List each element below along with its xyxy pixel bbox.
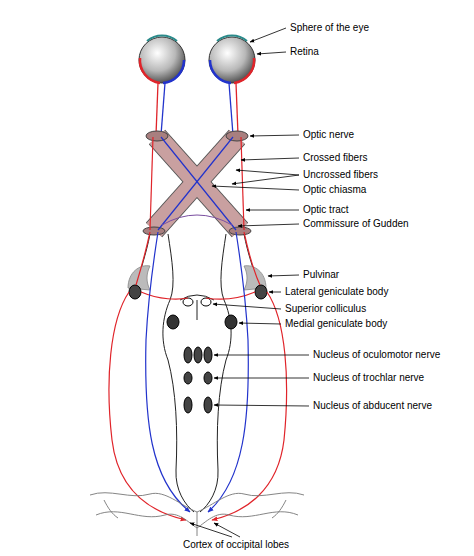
visual-radiation [109,232,287,520]
part-label: Nucleus of abducent nerve [312,400,433,412]
occipital-cortex [90,493,304,536]
part-label: Optic nerve [302,129,355,141]
leader-line [190,28,309,537]
part-label: Uncrossed fibers [302,169,379,181]
part-label: Retina [289,46,320,58]
brainstem-outline [137,234,258,512]
part-label: Optic tract [302,204,350,216]
abducent-nucleus [184,397,212,413]
retina [140,58,254,83]
part-label: Sphere of the eye [289,22,370,34]
pulvinar [128,266,266,290]
part-label: Optic chiasma [302,184,367,196]
optic-chiasma [143,131,251,235]
medial-geniculate-body [167,315,237,329]
superior-colliculus [183,298,211,306]
part-label: Crossed fibers [302,152,368,164]
part-label: Nucleus of oculomotor nerve [312,349,441,361]
eye-sphere [139,35,255,83]
part-label: Pulvinar [302,269,340,281]
part-label: Cortex of occipital lobes [182,539,290,551]
part-label: Medial geniculate body [284,318,388,330]
optic-nerve [156,83,238,135]
trochlear-nucleus [184,372,212,384]
part-label: Nucleus of trochlar nerve [312,372,425,384]
part-label: Commissure of Gudden [302,218,410,230]
part-label: Lateral geniculate body [284,286,389,298]
part-label: Superior colliculus [284,303,367,315]
oculomotor-nucleus [184,347,212,363]
